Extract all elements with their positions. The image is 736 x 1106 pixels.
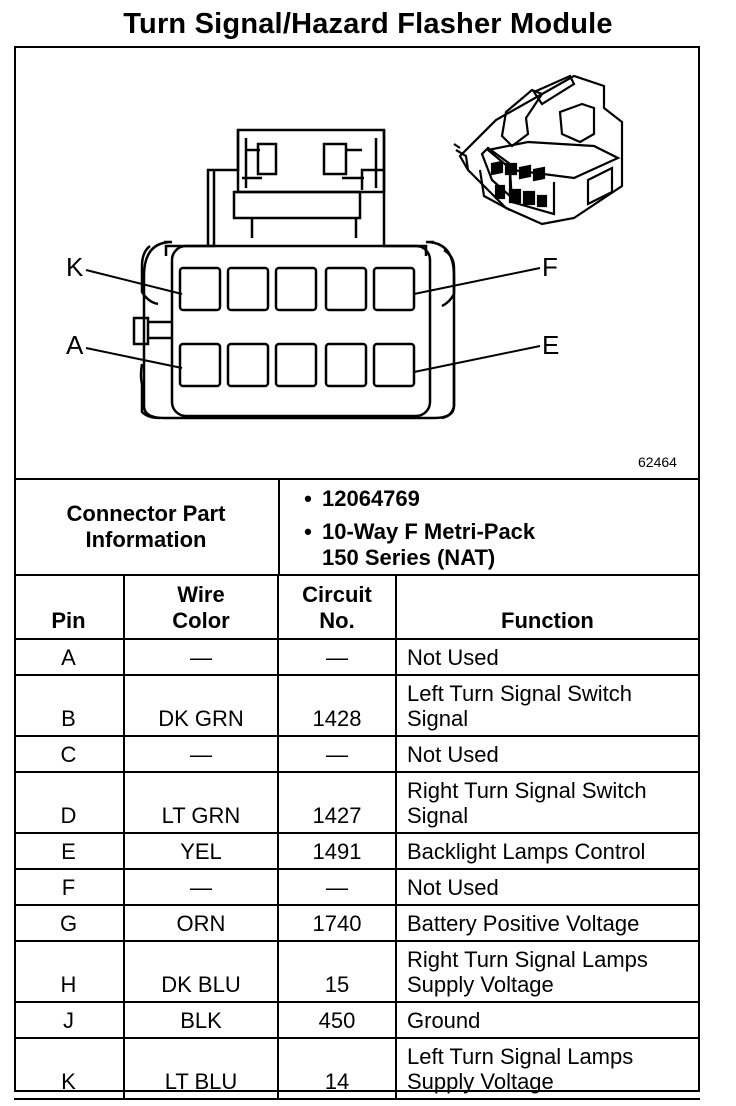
info-bullet: • 10-Way F Metri-Pack 150 Series (NAT) — [280, 519, 700, 571]
pin-cell: A — [14, 638, 125, 676]
wire-color-cell: DK GRN — [123, 674, 279, 737]
function-cell: Not Used — [395, 638, 700, 676]
circuit-cell: 14 — [277, 1037, 397, 1100]
function-cell: Left Turn Signal Switch Signal — [395, 674, 700, 737]
pin-cell: J — [14, 1001, 125, 1039]
table-row: F——Not Used — [14, 868, 700, 906]
wire-color-cell: BLK — [123, 1001, 279, 1039]
wire-color-cell: LT BLU — [123, 1037, 279, 1100]
header-pin: Pin — [14, 574, 125, 640]
circuit-cell: — — [277, 735, 397, 773]
pin-cell: G — [14, 904, 125, 942]
circuit-cell: 450 — [277, 1001, 397, 1039]
function-cell: Not Used — [395, 735, 700, 773]
function-cell: Battery Positive Voltage — [395, 904, 700, 942]
page-title: Turn Signal/Hazard Flasher Module — [123, 8, 613, 40]
function-cell: Ground — [395, 1001, 700, 1039]
header-circuit: Circuit No. — [277, 574, 397, 640]
circuit-cell: 1491 — [277, 832, 397, 870]
label-a: A — [66, 330, 84, 360]
wire-color-cell: — — [123, 735, 279, 773]
label-k: K — [66, 252, 84, 282]
header-function: Function — [395, 574, 700, 640]
wire-color-cell: LT GRN — [123, 771, 279, 834]
label-f: F — [542, 252, 558, 282]
circuit-cell: 1740 — [277, 904, 397, 942]
function-cell: Right Turn Signal Switch Signal — [395, 771, 700, 834]
connector-type: 10-Way F Metri-Pack 150 Series (NAT) — [322, 519, 536, 570]
connector-part-info: Connector Part Information • 12064769 • … — [14, 478, 700, 574]
bullet-dot: • — [304, 519, 312, 544]
table-header-row: Pin Wire Color Circuit No. Function — [14, 574, 700, 640]
circuit-cell: 15 — [277, 940, 397, 1003]
label-e: E — [542, 330, 560, 360]
wire-color-cell: — — [123, 638, 279, 676]
table-row: C——Not Used — [14, 735, 700, 773]
table-row: A——Not Used — [14, 638, 700, 676]
figure-number: 62464 — [638, 454, 677, 470]
connector-housing — [132, 240, 456, 420]
pin-cell: C — [14, 735, 125, 773]
part-number: 12064769 — [322, 486, 420, 511]
circuit-cell: — — [277, 868, 397, 906]
pin-cell: F — [14, 868, 125, 906]
function-cell: Not Used — [395, 868, 700, 906]
pin-cell: H — [14, 940, 125, 1003]
function-cell: Backlight Lamps Control — [395, 832, 700, 870]
circuit-cell: 1427 — [277, 771, 397, 834]
connector-info-values: • 12064769 • 10-Way F Metri-Pack 150 Ser… — [280, 486, 700, 571]
function-cell: Right Turn Signal Lamps Supply Voltage — [395, 940, 700, 1003]
wire-color-cell: ORN — [123, 904, 279, 942]
pin-cell: D — [14, 771, 125, 834]
pin-leader-lines — [85, 267, 541, 373]
connector-cavities — [178, 266, 416, 388]
pin-cell: K — [14, 1037, 125, 1100]
header-wire-color: Wire Color — [123, 574, 279, 640]
wire-color-cell: YEL — [123, 832, 279, 870]
connector-latch — [164, 128, 428, 256]
info-bullet: • 12064769 — [280, 486, 700, 512]
pin-cell: B — [14, 674, 125, 737]
bullet-dot: • — [304, 486, 312, 511]
wire-color-cell: — — [123, 868, 279, 906]
circuit-cell: — — [277, 638, 397, 676]
circuit-cell: 1428 — [277, 674, 397, 737]
pinout-table: Pin Wire Color Circuit No. Function A——N… — [14, 574, 700, 1100]
wire-color-cell: DK BLU — [123, 940, 279, 1003]
connector-info-label: Connector Part Information — [14, 480, 280, 574]
connector-diagram: K A F E 62464 — [14, 46, 700, 478]
function-cell: Left Turn Signal Lamps Supply Voltage — [395, 1037, 700, 1100]
connector-3d-view — [453, 74, 624, 226]
pin-cell: E — [14, 832, 125, 870]
